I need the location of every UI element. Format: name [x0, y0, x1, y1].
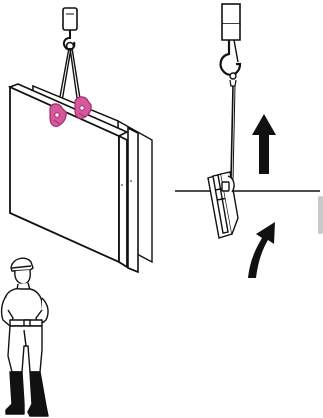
right-crane-hook-icon [219, 3, 242, 87]
right-lifting-wire [230, 85, 236, 181]
curved-arrow-icon [248, 222, 275, 278]
worker-figure [0, 257, 49, 417]
lifted-plate-and-clamp [207, 171, 239, 239]
front-steel-plate [7, 83, 132, 269]
left-plate-clamp [49, 103, 67, 128]
right-plate-clamp [74, 96, 92, 120]
up-arrow-icon [252, 114, 276, 174]
hard-hat-icon [10, 257, 34, 272]
left-crane-hook-icon [62, 7, 78, 51]
side-scroll-tab[interactable] [318, 196, 323, 234]
